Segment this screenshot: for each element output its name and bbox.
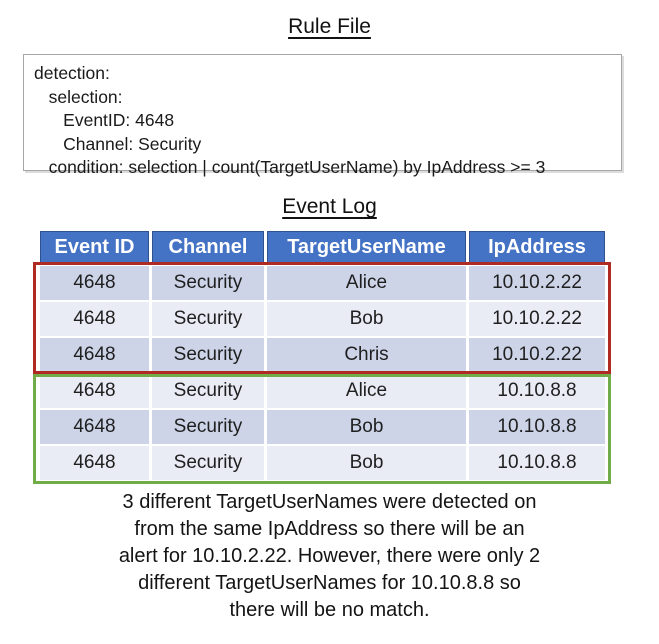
event-log-table: Event ID Channel TargetUserName IpAddres… (37, 229, 608, 482)
explanation-text: 3 different TargetUserNames were detecte… (118, 491, 541, 621)
event-log-title: Event Log (0, 195, 659, 219)
column-header-targetusername: TargetUserName (267, 231, 466, 264)
table-row: 4648 Security Alice 10.10.8.8 (40, 374, 605, 408)
table-row: 4648 Security Bob 10.10.8.8 (40, 446, 605, 480)
table-cell: 10.10.2.22 (469, 266, 605, 300)
table-cell: 4648 (40, 266, 149, 300)
table-row: 4648 Security Bob 10.10.8.8 (40, 410, 605, 444)
table-cell: Security (152, 410, 264, 444)
table-row: 4648 Security Alice 10.10.2.22 (40, 266, 605, 300)
table-cell: Bob (267, 302, 466, 336)
table-cell: Alice (267, 374, 466, 408)
column-header-channel: Channel (152, 231, 264, 264)
table-cell: 4648 (40, 410, 149, 444)
table-cell: 4648 (40, 338, 149, 372)
table-cell: 10.10.2.22 (469, 302, 605, 336)
table-cell: 4648 (40, 446, 149, 480)
table-header-row: Event ID Channel TargetUserName IpAddres… (40, 231, 605, 264)
table-cell: Bob (267, 410, 466, 444)
table-cell: 10.10.2.22 (469, 338, 605, 372)
rule-file-code: detection: selection: EventID: 4648 Chan… (34, 63, 546, 177)
table-cell: Alice (267, 266, 466, 300)
table-cell: 10.10.8.8 (469, 410, 605, 444)
table-row: 4648 Security Bob 10.10.2.22 (40, 302, 605, 336)
rule-file-title: Rule File (0, 15, 659, 39)
table-cell: Security (152, 374, 264, 408)
rule-file-box: detection: selection: EventID: 4648 Chan… (23, 54, 622, 177)
table-cell: Security (152, 302, 264, 336)
table-cell: Security (152, 446, 264, 480)
event-log-title-text: Event Log (282, 195, 377, 218)
table-cell: 10.10.8.8 (469, 374, 605, 408)
column-header-event-id: Event ID (40, 231, 149, 264)
table-cell: Bob (267, 446, 466, 480)
table-cell: 10.10.8.8 (469, 446, 605, 480)
column-header-ipaddress: IpAddress (469, 231, 605, 264)
rule-file-title-text: Rule File (288, 15, 371, 38)
table-cell: Security (152, 338, 264, 372)
table-cell: Security (152, 266, 264, 300)
table-cell: Chris (267, 338, 466, 372)
table-cell: 4648 (40, 374, 149, 408)
table-cell: 4648 (40, 302, 149, 336)
table-row: 4648 Security Chris 10.10.2.22 (40, 338, 605, 372)
